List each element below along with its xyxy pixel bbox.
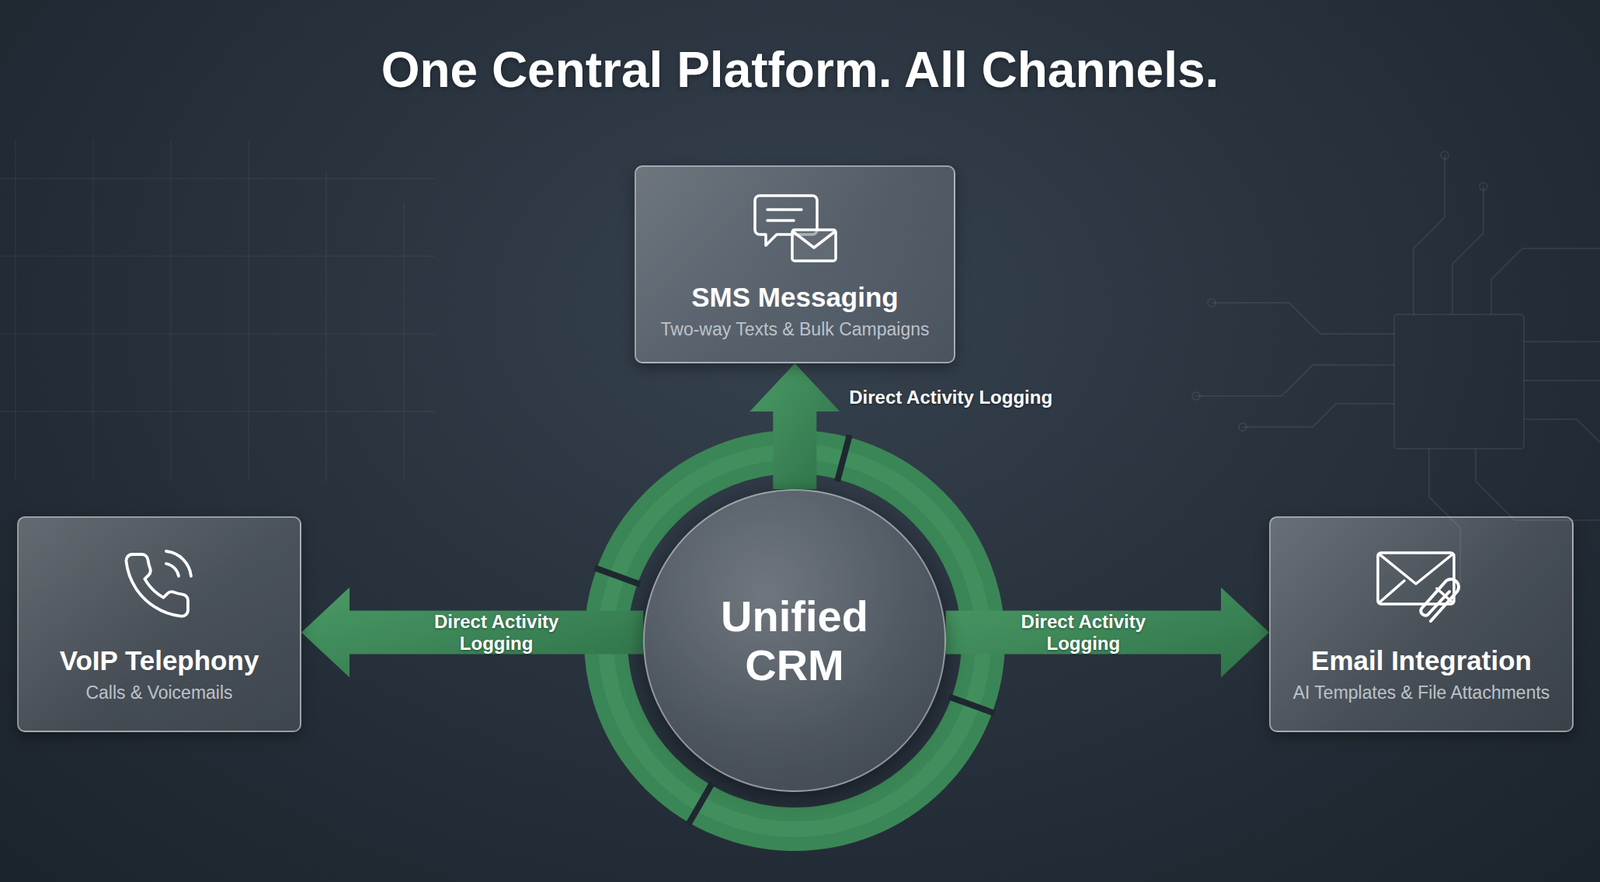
phone-icon bbox=[119, 548, 195, 623]
channel-title: SMS Messaging bbox=[691, 281, 898, 314]
channel-subtitle: Two-way Texts & Bulk Campaigns bbox=[660, 318, 930, 341]
email-icon bbox=[1373, 546, 1470, 628]
activity-arrow bbox=[749, 363, 840, 490]
activity-arrow bbox=[946, 587, 1270, 679]
channel-subtitle: Calls & Voicemails bbox=[85, 681, 233, 704]
ring-band bbox=[605, 452, 984, 830]
edge-label: Direct Activity Logging bbox=[994, 611, 1173, 655]
activity-arrow bbox=[301, 587, 644, 679]
channel-title: Email Integration bbox=[1311, 644, 1532, 678]
ring-gaps bbox=[594, 434, 995, 825]
channel-subtitle: AI Templates & File Attachments bbox=[1293, 681, 1551, 704]
edge-label: Direct Activity Logging bbox=[406, 611, 586, 655]
channel-title: VoIP Telephony bbox=[59, 644, 260, 678]
grid-lines bbox=[0, 139, 435, 482]
hub-circle: Unified CRM bbox=[643, 489, 947, 793]
crm-ring bbox=[594, 434, 995, 830]
sms-icon bbox=[750, 191, 841, 266]
title: One Central Platform. All Channels. bbox=[0, 38, 1600, 101]
ring-highlight bbox=[605, 452, 984, 830]
channel-box: Email Integration AI Templates & File Att… bbox=[1269, 516, 1574, 733]
channel-box: VoIP TelephonyCalls & Voicemails bbox=[17, 516, 302, 733]
edge-label: Direct Activity Logging bbox=[848, 386, 1053, 409]
hub-label: Unified CRM bbox=[693, 591, 896, 690]
